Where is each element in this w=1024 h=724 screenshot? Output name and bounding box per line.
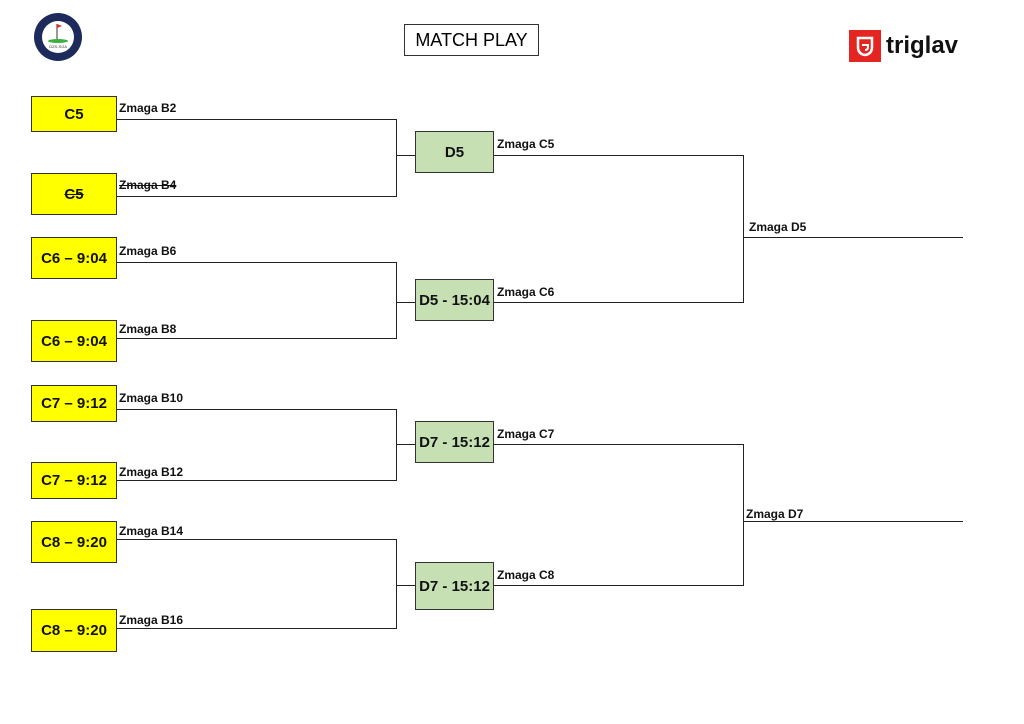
bracket-line — [117, 628, 397, 629]
winner-label: Zmaga C8 — [497, 568, 555, 582]
bracket-line — [117, 196, 397, 197]
bracket-line — [494, 585, 744, 586]
winner-label: Zmaga B4 — [119, 178, 177, 192]
match-box-d7[interactable]: D7 - 15:12 — [415, 421, 494, 463]
winner-label: Zmaga C7 — [497, 427, 555, 441]
bracket-line — [117, 338, 397, 339]
bracket-line — [494, 444, 744, 445]
triglav-logo: triglav — [849, 30, 958, 62]
svg-text:GZS-SGA: GZS-SGA — [49, 44, 67, 49]
match-box-c7[interactable]: C7 – 9:12 — [31, 385, 117, 422]
match-box-d7[interactable]: D7 - 15:12 — [415, 562, 494, 610]
bracket-line — [397, 302, 415, 303]
slovenian-golf-association-logo: GZS-SGA — [33, 12, 83, 62]
final-line — [743, 521, 963, 522]
triglav-mark-icon — [849, 30, 881, 62]
final-winner-label: Zmaga D5 — [749, 220, 807, 234]
bracket-connector — [396, 262, 397, 339]
match-box-d5[interactable]: D5 - 15:04 — [415, 279, 494, 321]
bracket-line — [494, 302, 744, 303]
match-box-c8[interactable]: C8 – 9:20 — [31, 609, 117, 652]
winner-label: Zmaga B6 — [119, 244, 177, 258]
bracket-line — [397, 155, 415, 156]
bracket-connector — [396, 119, 397, 197]
bracket-line — [117, 409, 397, 410]
match-box-c6[interactable]: C6 – 9:04 — [31, 237, 117, 279]
bracket-connector — [743, 155, 744, 303]
match-box-c5[interactable]: C5 — [31, 96, 117, 132]
triglav-wordmark: triglav — [886, 32, 959, 59]
bracket-connector — [743, 444, 744, 586]
match-box-c8[interactable]: C8 – 9:20 — [31, 521, 117, 563]
winner-label: Zmaga B10 — [119, 391, 184, 405]
bracket-line — [397, 585, 415, 586]
winner-label: Zmaga C5 — [497, 137, 555, 151]
bracket-connector — [396, 539, 397, 629]
winner-label: Zmaga B16 — [119, 613, 184, 627]
match-box-c5-cancelled[interactable]: C5 — [31, 173, 117, 215]
final-line — [743, 237, 963, 238]
winner-label: Zmaga B14 — [119, 524, 184, 538]
final-winner-label: Zmaga D7 — [746, 507, 804, 521]
bracket-connector — [396, 409, 397, 481]
bracket-line — [494, 155, 744, 156]
winner-label: Zmaga C6 — [497, 285, 555, 299]
bracket-line — [117, 119, 397, 120]
match-box-c6[interactable]: C6 – 9:04 — [31, 320, 117, 362]
match-box-c7[interactable]: C7 – 9:12 — [31, 462, 117, 499]
winner-label: Zmaga B2 — [119, 101, 177, 115]
bracket-line — [117, 539, 397, 540]
winner-label: Zmaga B8 — [119, 322, 177, 336]
page-title: MATCH PLAY — [404, 24, 539, 56]
bracket-line — [397, 444, 415, 445]
bracket-line — [117, 262, 397, 263]
match-box-d5[interactable]: D5 — [415, 131, 494, 173]
winner-label: Zmaga B12 — [119, 465, 184, 479]
bracket-line — [117, 480, 397, 481]
